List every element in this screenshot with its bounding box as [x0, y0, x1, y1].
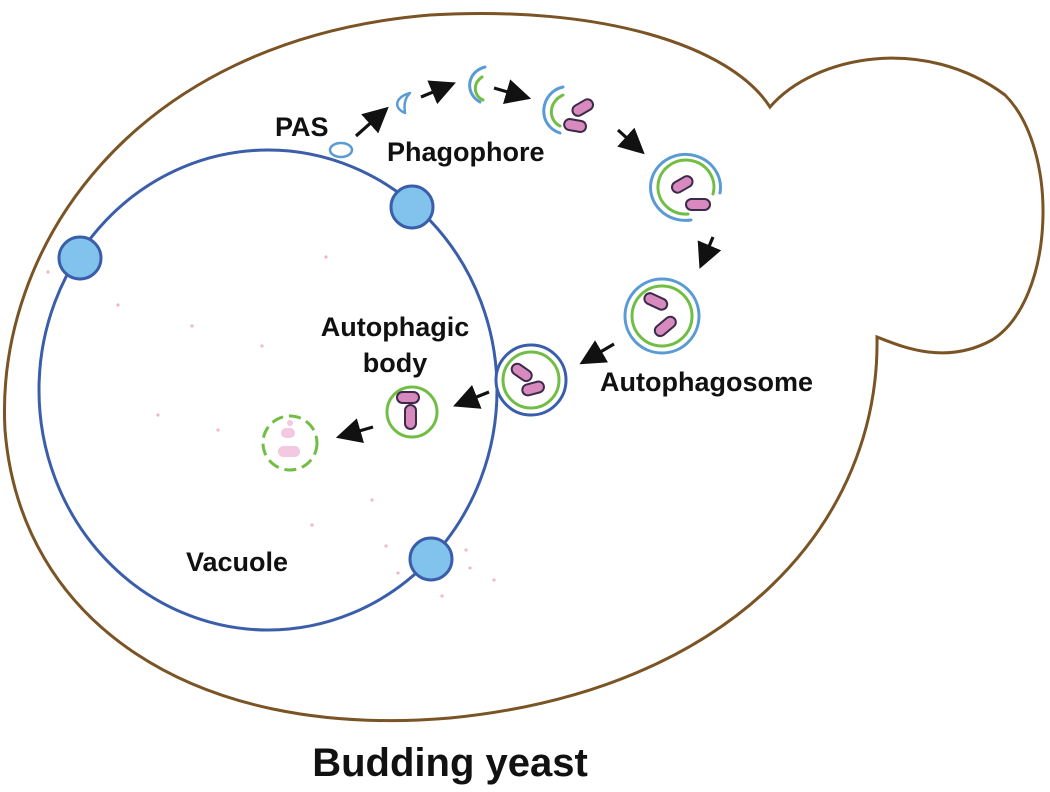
phagophore-stage-2 [468, 65, 487, 104]
yeast-cell-wall [2, 11, 1045, 723]
phagophore-stage-3 [542, 85, 595, 135]
debris-dot [260, 344, 264, 348]
debris-dot [324, 255, 328, 259]
autophagosome [623, 277, 701, 355]
debris-dot [310, 523, 314, 527]
phagophore-stage-4 [649, 152, 722, 222]
label-autophagosome: Autophagosome [600, 367, 813, 397]
membrane-vesicle [408, 536, 454, 582]
label-phagophore: Phagophore [387, 137, 545, 167]
cargo [571, 98, 595, 117]
arrow [354, 106, 389, 138]
arrow [493, 79, 532, 104]
label-pas: PAS [275, 112, 329, 142]
fusing-outer-membrane [494, 343, 568, 417]
vacuole-membrane-vesicles [57, 184, 454, 582]
debris-dot [190, 324, 194, 328]
diagram-title: Budding yeast [312, 741, 588, 785]
degraded-autophagic-body [261, 414, 319, 472]
debris-dot [468, 566, 472, 570]
cargo [521, 380, 545, 397]
cargo [643, 292, 669, 311]
debris-dot [216, 428, 220, 432]
arrow [453, 384, 490, 409]
phagophore-stage-1 [396, 91, 412, 115]
debris-dot [396, 571, 400, 575]
phagophore-inner-membrane [549, 93, 565, 128]
autophagosome-outer-membrane [623, 277, 701, 355]
phagophore-inner-membrane [656, 158, 716, 216]
debris-dots [46, 255, 496, 598]
degrading-cargo [281, 428, 295, 438]
degrading-membrane [261, 414, 319, 472]
debris-dot [46, 270, 50, 274]
degrading-cargo [278, 446, 300, 457]
arrow [420, 80, 456, 105]
autophagosome-inner-membrane [630, 284, 694, 348]
phagophore-outer-membrane [542, 85, 565, 135]
degrading-fragment [287, 420, 293, 426]
debris-dot [156, 413, 160, 417]
cargo [396, 391, 420, 404]
autophagic-body [385, 385, 439, 439]
debris-dot [464, 548, 468, 552]
arrow [579, 340, 615, 365]
cargo [670, 175, 694, 194]
autophagic-body-membrane [385, 385, 439, 439]
fusing-inner-membrane [501, 350, 561, 410]
arrow [335, 418, 374, 443]
membrane-vesicle [389, 184, 435, 230]
label-autophagic-body-line1: Autophagic [321, 312, 470, 342]
arrow [697, 236, 722, 269]
label-autophagic-body-line2: body [363, 348, 428, 378]
phagophore-outer-membrane [649, 152, 722, 222]
debris-dot [492, 578, 496, 582]
cargo [404, 404, 417, 430]
label-vacuole: Vacuole [186, 547, 288, 577]
phagophore-inner-membrane [473, 75, 485, 102]
cargo [563, 118, 588, 133]
debris-dot [370, 498, 374, 502]
phagophore-outer-membrane [468, 65, 487, 104]
cargo [653, 315, 677, 338]
cargo [510, 362, 533, 383]
debris-dot [116, 303, 120, 307]
fusing-autophagosome [494, 343, 568, 417]
membrane-vesicle [57, 235, 103, 281]
debris-dot [440, 594, 444, 598]
arrow [616, 127, 645, 155]
debris-dot [384, 544, 388, 548]
pathway-arrows [335, 79, 722, 443]
cargo [685, 198, 711, 211]
pas-structure [328, 141, 354, 159]
